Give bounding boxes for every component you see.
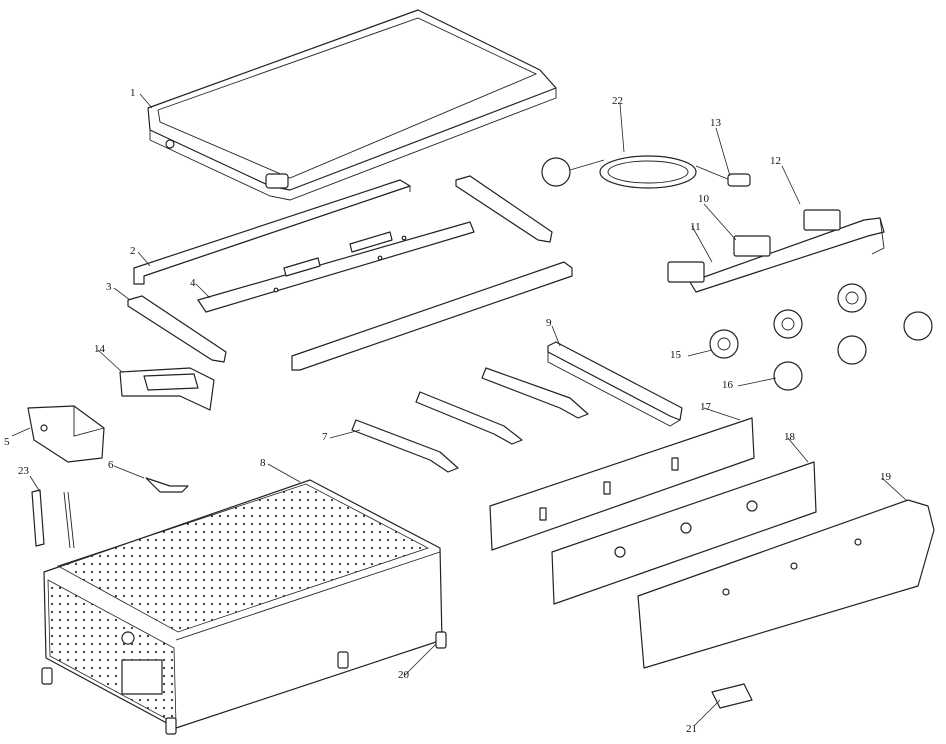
side-brace-left [127,295,227,363]
small-plate [711,683,753,709]
callout-18: 18 [784,431,796,443]
callout-3: 3 [106,281,112,293]
callout-14: 14 [94,343,106,355]
callout-19: 19 [880,471,892,483]
ignition-tools [31,489,75,549]
feet [41,631,447,735]
center-bracket [197,221,475,313]
callout-22: 22 [612,95,623,107]
grease-cup [27,405,105,463]
knob-bezels [709,283,867,359]
callout-10: 10 [698,193,710,205]
side-brace-right [455,175,553,243]
leader-lines [11,93,907,727]
callout-21: 21 [686,723,697,735]
inner-panel [551,461,817,605]
callout-12: 12 [770,155,781,167]
callout-20: 20 [398,669,410,681]
front-rail [133,179,411,285]
rear-rail [291,261,573,371]
callout-17: 17 [700,401,712,413]
burner-tubes [351,367,589,473]
grease-tray-bracket [119,367,215,411]
callout-1: 1 [130,87,136,99]
callout-labels: 1 2 3 4 5 6 7 8 9 10 11 12 13 14 15 16 1… [4,87,892,735]
callout-2: 2 [130,245,136,257]
front-control-panel [489,417,755,551]
callout-23: 23 [18,465,30,477]
gas-manifold-valves [667,209,885,293]
firebox-housing [43,479,443,729]
callout-11: 11 [690,221,701,233]
heat-shield-channel [547,341,683,427]
gas-regulator-hose [541,155,751,189]
griddle-plate [147,9,557,201]
callout-5: 5 [4,436,10,448]
front-fascia [637,499,935,669]
callout-9: 9 [546,317,552,329]
callout-16: 16 [722,379,734,391]
callout-4: 4 [190,277,196,289]
callout-13: 13 [710,117,722,129]
callout-8: 8 [260,457,266,469]
control-knobs [773,311,933,391]
callout-15: 15 [670,349,682,361]
callout-7: 7 [322,431,328,443]
small-clip [145,477,189,493]
callout-6: 6 [108,459,114,471]
